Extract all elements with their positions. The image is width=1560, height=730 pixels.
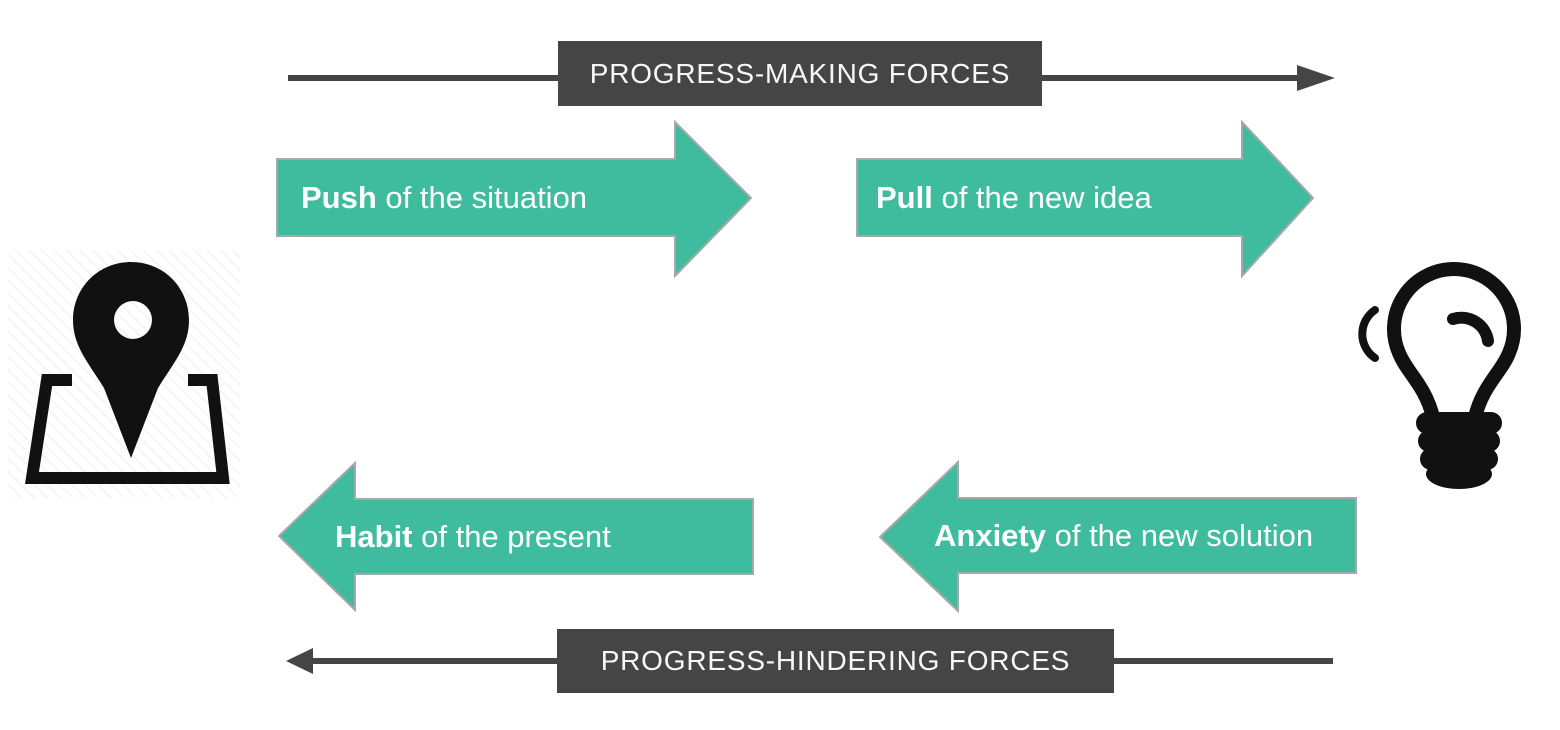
force-label-bold: Pull bbox=[876, 179, 933, 215]
force-label-rest: of the new idea bbox=[932, 179, 1152, 215]
right-arrow-shape bbox=[276, 119, 753, 279]
force-arrow-push: Push of the situation bbox=[276, 119, 754, 279]
force-label-pull: Pull of the new idea bbox=[876, 159, 1152, 236]
top-axis-label-box: PROGRESS-MAKING FORCES bbox=[558, 41, 1042, 106]
left-arrow-shape bbox=[878, 459, 1357, 614]
force-arrow-pull: Pull of the new idea bbox=[856, 119, 1316, 279]
force-label-bold: Anxiety bbox=[934, 517, 1046, 553]
bottom-axis-label-box: PROGRESS-HINDERING FORCES bbox=[557, 629, 1114, 693]
left-arrow-shape bbox=[277, 460, 754, 613]
lightbulb-glyph bbox=[1358, 262, 1521, 489]
bottom-axis-label: PROGRESS-HINDERING FORCES bbox=[600, 645, 1071, 676]
top-axis-label: PROGRESS-MAKING FORCES bbox=[589, 57, 1011, 89]
force-label-anxiety: Anxiety of the new solution bbox=[934, 498, 1313, 573]
force-label-bold: Push bbox=[301, 179, 377, 215]
right-arrow-shape bbox=[856, 119, 1315, 279]
force-label-rest: of the situation bbox=[376, 179, 588, 215]
force-label-rest: of the new solution bbox=[1045, 517, 1314, 553]
force-label-push: Push of the situation bbox=[301, 159, 587, 236]
force-arrow-anxiety: Anxiety of the new solution bbox=[878, 459, 1359, 614]
lightbulb-icon bbox=[1352, 262, 1528, 495]
map-pin-icon bbox=[8, 250, 240, 498]
top-axis-arrowhead-icon bbox=[1297, 65, 1335, 91]
force-label-habit: Habit of the present bbox=[335, 499, 611, 574]
force-label-rest: of the present bbox=[412, 518, 611, 554]
force-arrow-habit: Habit of the present bbox=[277, 460, 755, 613]
bottom-axis-arrowhead-icon bbox=[286, 648, 313, 674]
force-label-bold: Habit bbox=[335, 518, 413, 554]
map-pin-glyph bbox=[25, 262, 230, 484]
